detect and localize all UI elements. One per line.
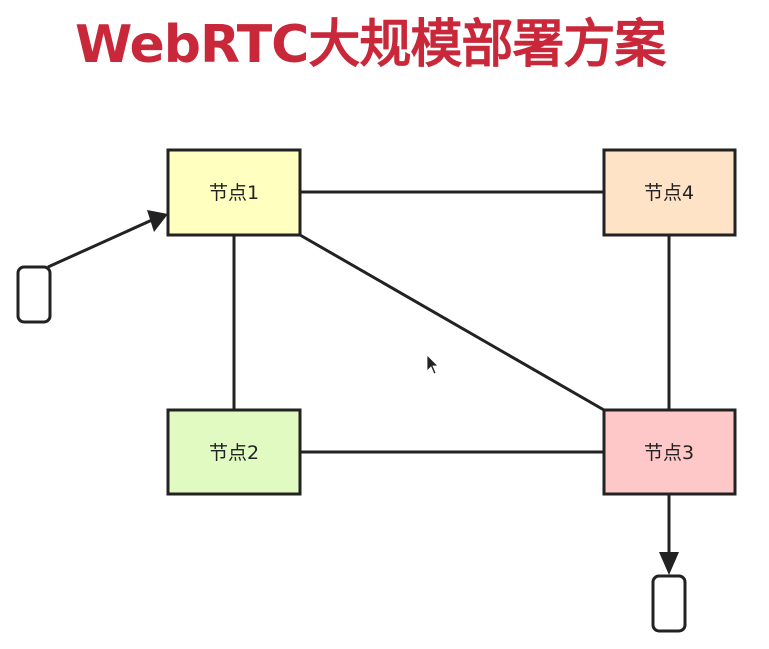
node-3-box xyxy=(602,408,737,496)
mouse-cursor-icon xyxy=(426,354,439,375)
arrowhead-client-bottom xyxy=(659,552,679,575)
page-title: WebRTC大规模部署方案 xyxy=(75,15,666,75)
client-bottom[interactable] xyxy=(651,574,687,633)
node-4-label: 节点4 xyxy=(644,182,694,204)
client-left[interactable] xyxy=(16,265,52,324)
arrowhead-node1 xyxy=(147,210,168,232)
node-4-box xyxy=(602,148,737,237)
node-2-box xyxy=(166,408,302,496)
edge-node1-node3 xyxy=(299,233,605,412)
node-1[interactable]: 节点1 xyxy=(166,148,302,237)
node-3[interactable]: 节点3 xyxy=(602,408,737,496)
node-1-box xyxy=(166,148,302,237)
node-4[interactable]: 节点4 xyxy=(602,148,737,237)
node-1-label: 节点1 xyxy=(209,182,259,204)
node-2[interactable]: 节点2 xyxy=(166,408,302,496)
node-3-label: 节点3 xyxy=(644,442,694,464)
arrow-client-to-node1 xyxy=(47,218,153,269)
node-2-label: 节点2 xyxy=(209,442,259,464)
